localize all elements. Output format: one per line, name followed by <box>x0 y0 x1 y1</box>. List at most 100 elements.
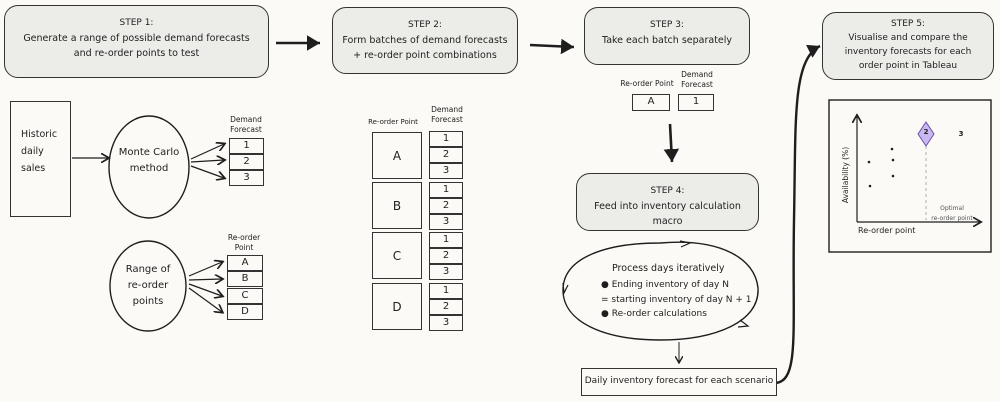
macro-loop-arrow-top <box>679 240 692 248</box>
arrow-output-step5 <box>775 44 821 385</box>
macro-loop-arrow-right <box>737 319 750 328</box>
range-line3: points <box>132 296 164 307</box>
batch-b-forecast-2: 2 <box>429 198 463 214</box>
arrow-mc-2 <box>190 160 224 162</box>
step-1-line1: Generate a range of possible demand fore… <box>23 33 250 44</box>
step-5-box: STEP 5: Visualise and compare the invent… <box>822 12 994 80</box>
reorder-cell-c: C <box>227 288 263 304</box>
chart-point-1 <box>867 160 871 164</box>
arrow-mc-1 <box>190 144 224 160</box>
step-2-box: STEP 2: Form batches of demand forecasts… <box>332 7 518 74</box>
step3-forecast: 1 <box>678 94 714 111</box>
chart-point-label: 3 <box>958 130 964 138</box>
monte-carlo-line1: Monte Carlo <box>118 147 180 158</box>
batch-c-forecast-2: 2 <box>429 248 463 264</box>
step-4-box: STEP 4: Feed into inventory calculation … <box>576 173 759 231</box>
batch-demand-header-line2: Forecast <box>431 115 463 124</box>
batch-d-forecast-3: 3 <box>429 315 463 331</box>
chart-point-2 <box>868 184 872 188</box>
step-4-line1: Feed into inventory calculation macro <box>594 201 741 227</box>
step-3-line1: Take each batch separately <box>601 35 733 46</box>
batch-reorder-header: Re-order Point <box>368 118 418 126</box>
chart-y-label: Availability (%) <box>841 146 850 204</box>
output-box: Daily inventory forecast for each scenar… <box>581 368 777 396</box>
batch-point-d: D <box>372 283 422 330</box>
historic-line3: sales <box>21 163 46 174</box>
range-label: Range of re-order points <box>110 262 186 310</box>
arrow-range-c <box>188 283 222 296</box>
macro-line2: = starting inventory of day N + 1 <box>601 295 752 305</box>
chart-point-5 <box>891 174 895 178</box>
chart-x-label: Re-order point <box>858 226 916 235</box>
batch-a-forecast-1: 1 <box>429 131 463 147</box>
chart-optimal-diamond <box>917 121 935 147</box>
macro-line1: Ending inventory of day N <box>611 280 729 290</box>
step3-reorder-header: Re-order Point <box>620 79 674 88</box>
step-5-line3: order point in Tableau <box>858 61 958 71</box>
step3-demand-header: Demand Forecast <box>677 70 717 90</box>
step-2-line2: + re-order point combinations <box>353 50 497 61</box>
reorder-point-label-line1: Re-order <box>227 233 261 242</box>
bullet-icon: ● <box>601 309 612 319</box>
macro-step-2: ● Re-order calculations <box>601 307 707 322</box>
batch-demand-header: Demand Forecast <box>427 105 467 125</box>
batch-b-forecast-1: 1 <box>429 182 463 198</box>
reorder-cell-d: D <box>227 304 263 320</box>
macro-line3: Re-order calculations <box>611 309 707 319</box>
step-2-title: STEP 2: <box>408 20 442 30</box>
chart-annotation-line2: re-order point <box>931 215 973 222</box>
demand-forecast-label: Demand Forecast <box>226 115 266 135</box>
batch-d-forecast-2: 2 <box>429 299 463 315</box>
batch-a-forecast-3: 3 <box>429 163 463 179</box>
step-3-box: STEP 3: Take each batch separately <box>584 7 750 65</box>
chart-frame <box>828 99 992 253</box>
demand-cell-1: 1 <box>229 138 264 154</box>
macro-heading: Process days iteratively <box>612 263 725 274</box>
reorder-point-label: Re-order Point <box>224 233 264 253</box>
step-4-title: STEP 4: <box>650 186 685 196</box>
macro-ellipse <box>562 241 759 341</box>
monte-carlo-line2: method <box>129 163 169 174</box>
reorder-cell-b: B <box>227 271 263 287</box>
bullet-icon: ● <box>601 280 612 290</box>
range-line2: re-order <box>127 280 169 291</box>
batch-a-forecast-2: 2 <box>429 147 463 163</box>
batch-b-forecast-3: 3 <box>429 214 463 230</box>
chart-annotation: Optimal re-order point <box>922 204 982 224</box>
chart-point-3 <box>890 147 894 151</box>
monte-carlo-ellipse <box>108 115 190 219</box>
demand-forecast-label-line2: Forecast <box>230 125 262 134</box>
batch-demand-header-line1: Demand <box>431 105 463 114</box>
batch-c-forecast-1: 1 <box>429 232 463 248</box>
step-1-line2: and re-order points to test <box>73 48 200 59</box>
step3-demand-header-line1: Demand <box>681 70 713 79</box>
monte-carlo-label: Monte Carlo method <box>109 145 189 177</box>
demand-forecast-label-line1: Demand <box>230 115 262 124</box>
step-1-title: STEP 1: <box>119 18 154 28</box>
chart-points <box>867 121 935 188</box>
macro-step-1: ● Ending inventory of day N <box>601 278 729 293</box>
batch-d-forecast-1: 1 <box>429 283 463 299</box>
historic-line2: daily <box>21 146 44 157</box>
chart-highlight-label: 2 <box>923 128 929 136</box>
batch-point-a: A <box>372 132 422 179</box>
historic-sales-box: Historic daily sales <box>10 101 71 217</box>
batch-point-c: C <box>372 232 422 279</box>
step-5-title: STEP 5: <box>891 19 925 29</box>
step-1-box: STEP 1: Generate a range of possible dem… <box>4 5 269 78</box>
arrow-step2-step3 <box>529 38 575 55</box>
arrow-range-b <box>188 279 222 280</box>
batch-c-forecast-3: 3 <box>429 264 463 280</box>
reorder-cell-a: A <box>227 255 263 271</box>
batch-point-b: B <box>372 182 422 229</box>
arrow-range-a <box>188 262 222 277</box>
step-5-line1: Visualise and compare the <box>848 33 968 43</box>
step3-demand-header-line2: Forecast <box>681 80 713 89</box>
demand-cell-2: 2 <box>229 154 264 170</box>
arrow-mc-3 <box>190 165 224 178</box>
historic-line1: Historic <box>21 129 58 140</box>
step3-point: A <box>632 94 670 111</box>
range-ellipse <box>109 240 187 332</box>
step-3-title: STEP 3: <box>650 20 684 30</box>
